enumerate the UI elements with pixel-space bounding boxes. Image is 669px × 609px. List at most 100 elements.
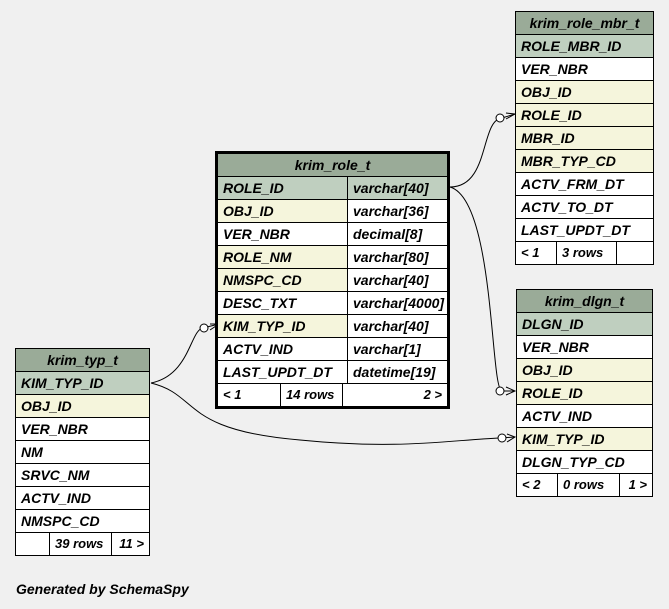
table-row: MBR_TYP_CD <box>516 150 653 173</box>
row-count: 39 rows <box>49 533 111 555</box>
column-name: SRVC_NM <box>21 467 90 483</box>
column-name: OBJ_ID <box>521 84 572 100</box>
column-name: VER_NBR <box>522 339 589 355</box>
edge-end-circle <box>495 113 505 123</box>
table-row: ROLE_ID varchar[40] <box>218 177 447 200</box>
column-name: ACTV_IND <box>21 490 92 506</box>
crowfoot-marker <box>506 433 517 443</box>
row-count: 14 rows <box>280 384 342 406</box>
table-krim-role-mbr-t[interactable]: krim_role_mbr_t ROLE_MBR_ID VER_NBR OBJ_… <box>515 11 654 265</box>
table-row: KIM_TYP_ID <box>517 428 652 451</box>
column-name: ROLE_MBR_ID <box>521 38 622 54</box>
column-name: MBR_ID <box>521 130 575 146</box>
table-title[interactable]: krim_typ_t <box>16 349 149 372</box>
table-row: VER_NBR <box>16 418 149 441</box>
table-footer: 39 rows 11 > <box>16 533 149 555</box>
column-type: varchar[1] <box>347 338 447 360</box>
table-row: ACTV_IND <box>16 487 149 510</box>
column-name: VER_NBR <box>21 421 88 437</box>
column-name: ACTV_IND <box>522 408 593 424</box>
column-name: ACTV_TO_DT <box>521 199 613 215</box>
column-name: VER_NBR <box>521 61 588 77</box>
parent-count-link[interactable] <box>16 533 49 555</box>
table-row: OBJ_ID <box>516 81 653 104</box>
edge-role-to-rolembr <box>449 113 516 188</box>
table-row: ROLE_ID <box>517 382 652 405</box>
column-name: ROLE_NM <box>218 246 347 268</box>
column-name: NM <box>21 444 43 460</box>
parent-count-link[interactable]: < 1 <box>223 387 242 402</box>
table-row: ROLE_MBR_ID <box>516 35 653 58</box>
edge-typ-to-role <box>150 323 220 384</box>
child-count-link[interactable]: 2 > <box>342 384 447 406</box>
column-name: KIM_TYP_ID <box>21 375 104 391</box>
table-row: DESC_TXT varchar[4000] <box>218 292 447 315</box>
column-name: DLGN_TYP_CD <box>522 454 625 470</box>
column-type: varchar[40] <box>347 177 447 199</box>
table-row: KIM_TYP_ID <box>16 372 149 395</box>
table-footer: < 1 3 rows <box>516 242 653 264</box>
edge-end-circle <box>495 386 505 396</box>
column-name: VER_NBR <box>223 226 290 242</box>
table-title[interactable]: krim_role_mbr_t <box>516 12 653 35</box>
edge-typ-to-dlgn <box>150 382 516 445</box>
child-count-link[interactable]: 11 > <box>111 533 149 555</box>
column-name: NMSPC_CD <box>21 513 100 529</box>
table-title[interactable]: krim_dlgn_t <box>517 290 652 313</box>
table-row: MBR_ID <box>516 127 653 150</box>
parent-count-link[interactable]: < 2 <box>522 477 541 492</box>
column-name: LAST_UPDT_DT <box>521 222 630 238</box>
table-row: ACTV_TO_DT <box>516 196 653 219</box>
child-count-link[interactable] <box>616 242 653 264</box>
table-footer: < 1 14 rows 2 > <box>218 384 447 406</box>
column-name: DESC_TXT <box>223 295 297 311</box>
table-row: DLGN_ID <box>517 313 652 336</box>
table-krim-typ-t[interactable]: krim_typ_t KIM_TYP_ID OBJ_ID VER_NBR NM … <box>15 348 150 556</box>
generated-by-label: Generated by SchemaSpy <box>16 581 189 597</box>
table-row: NM <box>16 441 149 464</box>
column-type: varchar[80] <box>347 246 447 268</box>
table-row: LAST_UPDT_DT datetime[19] <box>218 361 447 384</box>
table-krim-dlgn-t[interactable]: krim_dlgn_t DLGN_ID VER_NBR OBJ_ID ROLE_… <box>516 289 653 497</box>
column-name: NMSPC_CD <box>218 269 347 291</box>
column-type: varchar[40] <box>347 315 447 337</box>
table-row: SRVC_NM <box>16 464 149 487</box>
column-type: datetime[19] <box>347 361 447 383</box>
edge-role-to-dlgn <box>449 186 515 392</box>
parent-count-link[interactable]: < 1 <box>521 245 540 260</box>
column-name: KIM_TYP_ID <box>522 431 605 447</box>
row-count: 0 rows <box>557 474 619 496</box>
column-name: ACTV_IND <box>223 341 294 357</box>
column-name: DLGN_ID <box>522 316 584 332</box>
table-row: DLGN_TYP_CD <box>517 451 652 474</box>
table-row: VER_NBR <box>517 336 652 359</box>
crowfoot-marker <box>505 386 517 396</box>
column-name: KIM_TYP_ID <box>218 315 347 337</box>
table-row: OBJ_ID <box>517 359 652 382</box>
edge-end-circle <box>199 323 209 333</box>
table-title[interactable]: krim_role_t <box>218 154 447 177</box>
edge-end-circle <box>497 433 507 443</box>
table-footer: < 2 0 rows 1 > <box>517 474 652 496</box>
column-type: varchar[40] <box>347 269 447 291</box>
column-type: varchar[36] <box>347 200 447 222</box>
column-name: OBJ_ID <box>522 362 573 378</box>
column-name: MBR_TYP_CD <box>521 153 616 169</box>
table-row: ACTV_IND <box>517 405 652 428</box>
child-count-link[interactable]: 1 > <box>619 474 652 496</box>
column-type: decimal[8] <box>347 223 447 245</box>
column-name: OBJ_ID <box>218 200 347 222</box>
column-type: varchar[4000] <box>347 292 447 314</box>
row-count: 3 rows <box>556 242 616 264</box>
column-name: ROLE_ID <box>521 107 582 123</box>
column-name: ROLE_ID <box>522 385 583 401</box>
table-row: NMSPC_CD <box>16 510 149 533</box>
column-name: ROLE_ID <box>223 180 284 196</box>
column-name: LAST_UPDT_DT <box>223 364 332 380</box>
